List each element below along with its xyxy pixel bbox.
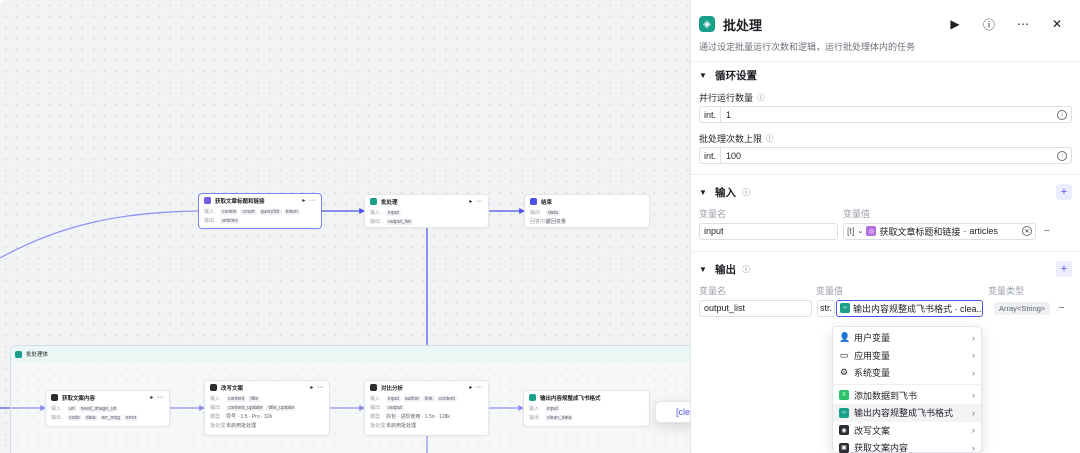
chevron-right-icon: › <box>972 332 975 343</box>
stepper-icon[interactable]: ↕ <box>1057 150 1067 161</box>
batch-icon: ◈ <box>699 16 715 32</box>
chevron-down-icon[interactable]: ⌄ <box>857 228 864 235</box>
add-output-button[interactable]: + <box>1056 261 1072 277</box>
plugin-icon <box>204 197 211 204</box>
more-icon[interactable]: ⋯ <box>1017 17 1029 31</box>
batch-settings-panel: ◈ 批处理 ▶ ⓘ ⋯ ✕ 通过设定批量运行次数和逻辑，运行批处理体内的任务 ▼… <box>690 0 1080 453</box>
dropdown-item-add-feishu[interactable]: ≡添加数据到飞书› <box>833 387 981 405</box>
chevron-right-icon: › <box>972 367 975 378</box>
batch-body-title: 批处理体 <box>26 352 49 358</box>
output-row: output_list str. ‹› 输出内容规整成飞书格式 · clea..… <box>691 298 1080 318</box>
chevron-right-icon: › <box>972 425 975 436</box>
input-value-ref[interactable]: [t] ⌄ ◎ 获取文章标题和链接 · articles ✕ <box>843 222 1036 240</box>
info-icon[interactable]: ⓘ <box>742 187 750 197</box>
code-icon: ‹› <box>840 303 851 313</box>
gear-icon: ⚙ <box>839 367 849 378</box>
end-icon <box>530 198 537 205</box>
code-icon: ‹› <box>839 407 849 418</box>
chevron-right-icon: › <box>972 350 975 361</box>
dropdown-item-format-output[interactable]: ‹›输出内容规整成飞书格式› <box>833 404 981 422</box>
chevron-right-icon: › <box>972 390 975 401</box>
help-icon[interactable]: ⓘ <box>982 17 995 32</box>
node-reply: 回答内容返回变量 <box>530 219 567 225</box>
run-icon[interactable]: ▸ ⋯ <box>469 199 483 205</box>
run-icon[interactable]: ▸ ⋯ <box>469 385 483 391</box>
node-title: 获取文章标题和链接 <box>215 198 265 205</box>
llm-icon <box>370 384 377 391</box>
info-icon[interactable]: ⓘ <box>766 133 774 143</box>
chevron-right-icon: › <box>972 442 975 453</box>
max-count-label: 批处理次数上限 <box>699 133 763 144</box>
llm-icon: ◉ <box>839 425 849 436</box>
dropdown-item-app-vars[interactable]: ▭应用变量› <box>839 349 975 361</box>
chevron-down-icon[interactable]: ▼ <box>699 70 707 80</box>
chevron-right-icon: › <box>972 407 975 418</box>
panel-title: 批处理 <box>723 17 763 33</box>
input-name-field[interactable]: input <box>699 222 838 240</box>
info-icon[interactable]: ⓘ <box>757 92 765 102</box>
chevron-down-icon[interactable]: ▼ <box>699 264 707 274</box>
parallel-label: 并行运行数量 <box>699 92 754 103</box>
folder-icon: ▭ <box>839 349 849 360</box>
section-loop[interactable]: ▼循环设置 <box>699 69 757 82</box>
dropdown-item-system-vars[interactable]: ⚙系统变量› <box>839 367 975 379</box>
batch-icon <box>370 198 377 205</box>
dropdown-item-user-vars[interactable]: 👤用户变量› <box>839 332 975 344</box>
code-icon <box>529 394 536 401</box>
input-row: input [t] ⌄ ◎ 获取文章标题和链接 · articles ✕ − <box>691 221 1080 241</box>
parallel-count-input[interactable]: int.1↕ <box>699 106 1072 123</box>
run-icon[interactable]: ▸ ⋯ <box>310 385 324 391</box>
feishu-icon: ≡ <box>839 390 849 401</box>
llm-icon <box>210 384 217 391</box>
output-name-field[interactable]: output_list <box>699 299 812 317</box>
batch-icon <box>15 350 22 358</box>
output-value-ref[interactable]: ‹› 输出内容规整成飞书格式 · clea... <box>836 299 984 317</box>
user-icon: 👤 <box>839 332 851 343</box>
plugin-icon <box>51 394 58 401</box>
run-icon[interactable]: ▸ ⋯ <box>302 198 316 204</box>
info-icon[interactable]: ⓘ <box>742 264 750 274</box>
max-count-input[interactable]: int.100↕ <box>699 147 1072 164</box>
remove-output-icon[interactable]: − <box>1058 302 1065 314</box>
stepper-icon[interactable]: ↕ <box>1057 109 1067 120</box>
dropdown-item-fetch-content[interactable]: ▣获取文案内容› <box>833 439 981 453</box>
plugin-icon: ◎ <box>866 226 877 236</box>
run-icon[interactable]: ▸ ⋯ <box>150 395 164 401</box>
variable-dropdown[interactable]: 👤用户变量› ▭应用变量› ⚙系统变量› ≡添加数据到飞书› ‹›输出内容规整成… <box>832 326 982 453</box>
run-icon[interactable]: ▶ <box>950 17 960 31</box>
add-input-button[interactable]: + <box>1056 184 1072 200</box>
output-type-badge: Array<String> <box>994 301 1051 315</box>
remove-input-icon[interactable]: − <box>1043 225 1051 237</box>
clear-icon[interactable]: ✕ <box>1022 226 1032 236</box>
chevron-down-icon[interactable]: ▼ <box>699 187 707 197</box>
panel-description: 通过设定批量运行次数和逻辑，运行批处理体内的任务 <box>699 42 916 52</box>
close-icon[interactable]: ✕ <box>1051 17 1063 31</box>
dropdown-item-rewrite[interactable]: ◉改写文案› <box>833 422 981 440</box>
plugin-icon: ▣ <box>839 442 849 453</box>
